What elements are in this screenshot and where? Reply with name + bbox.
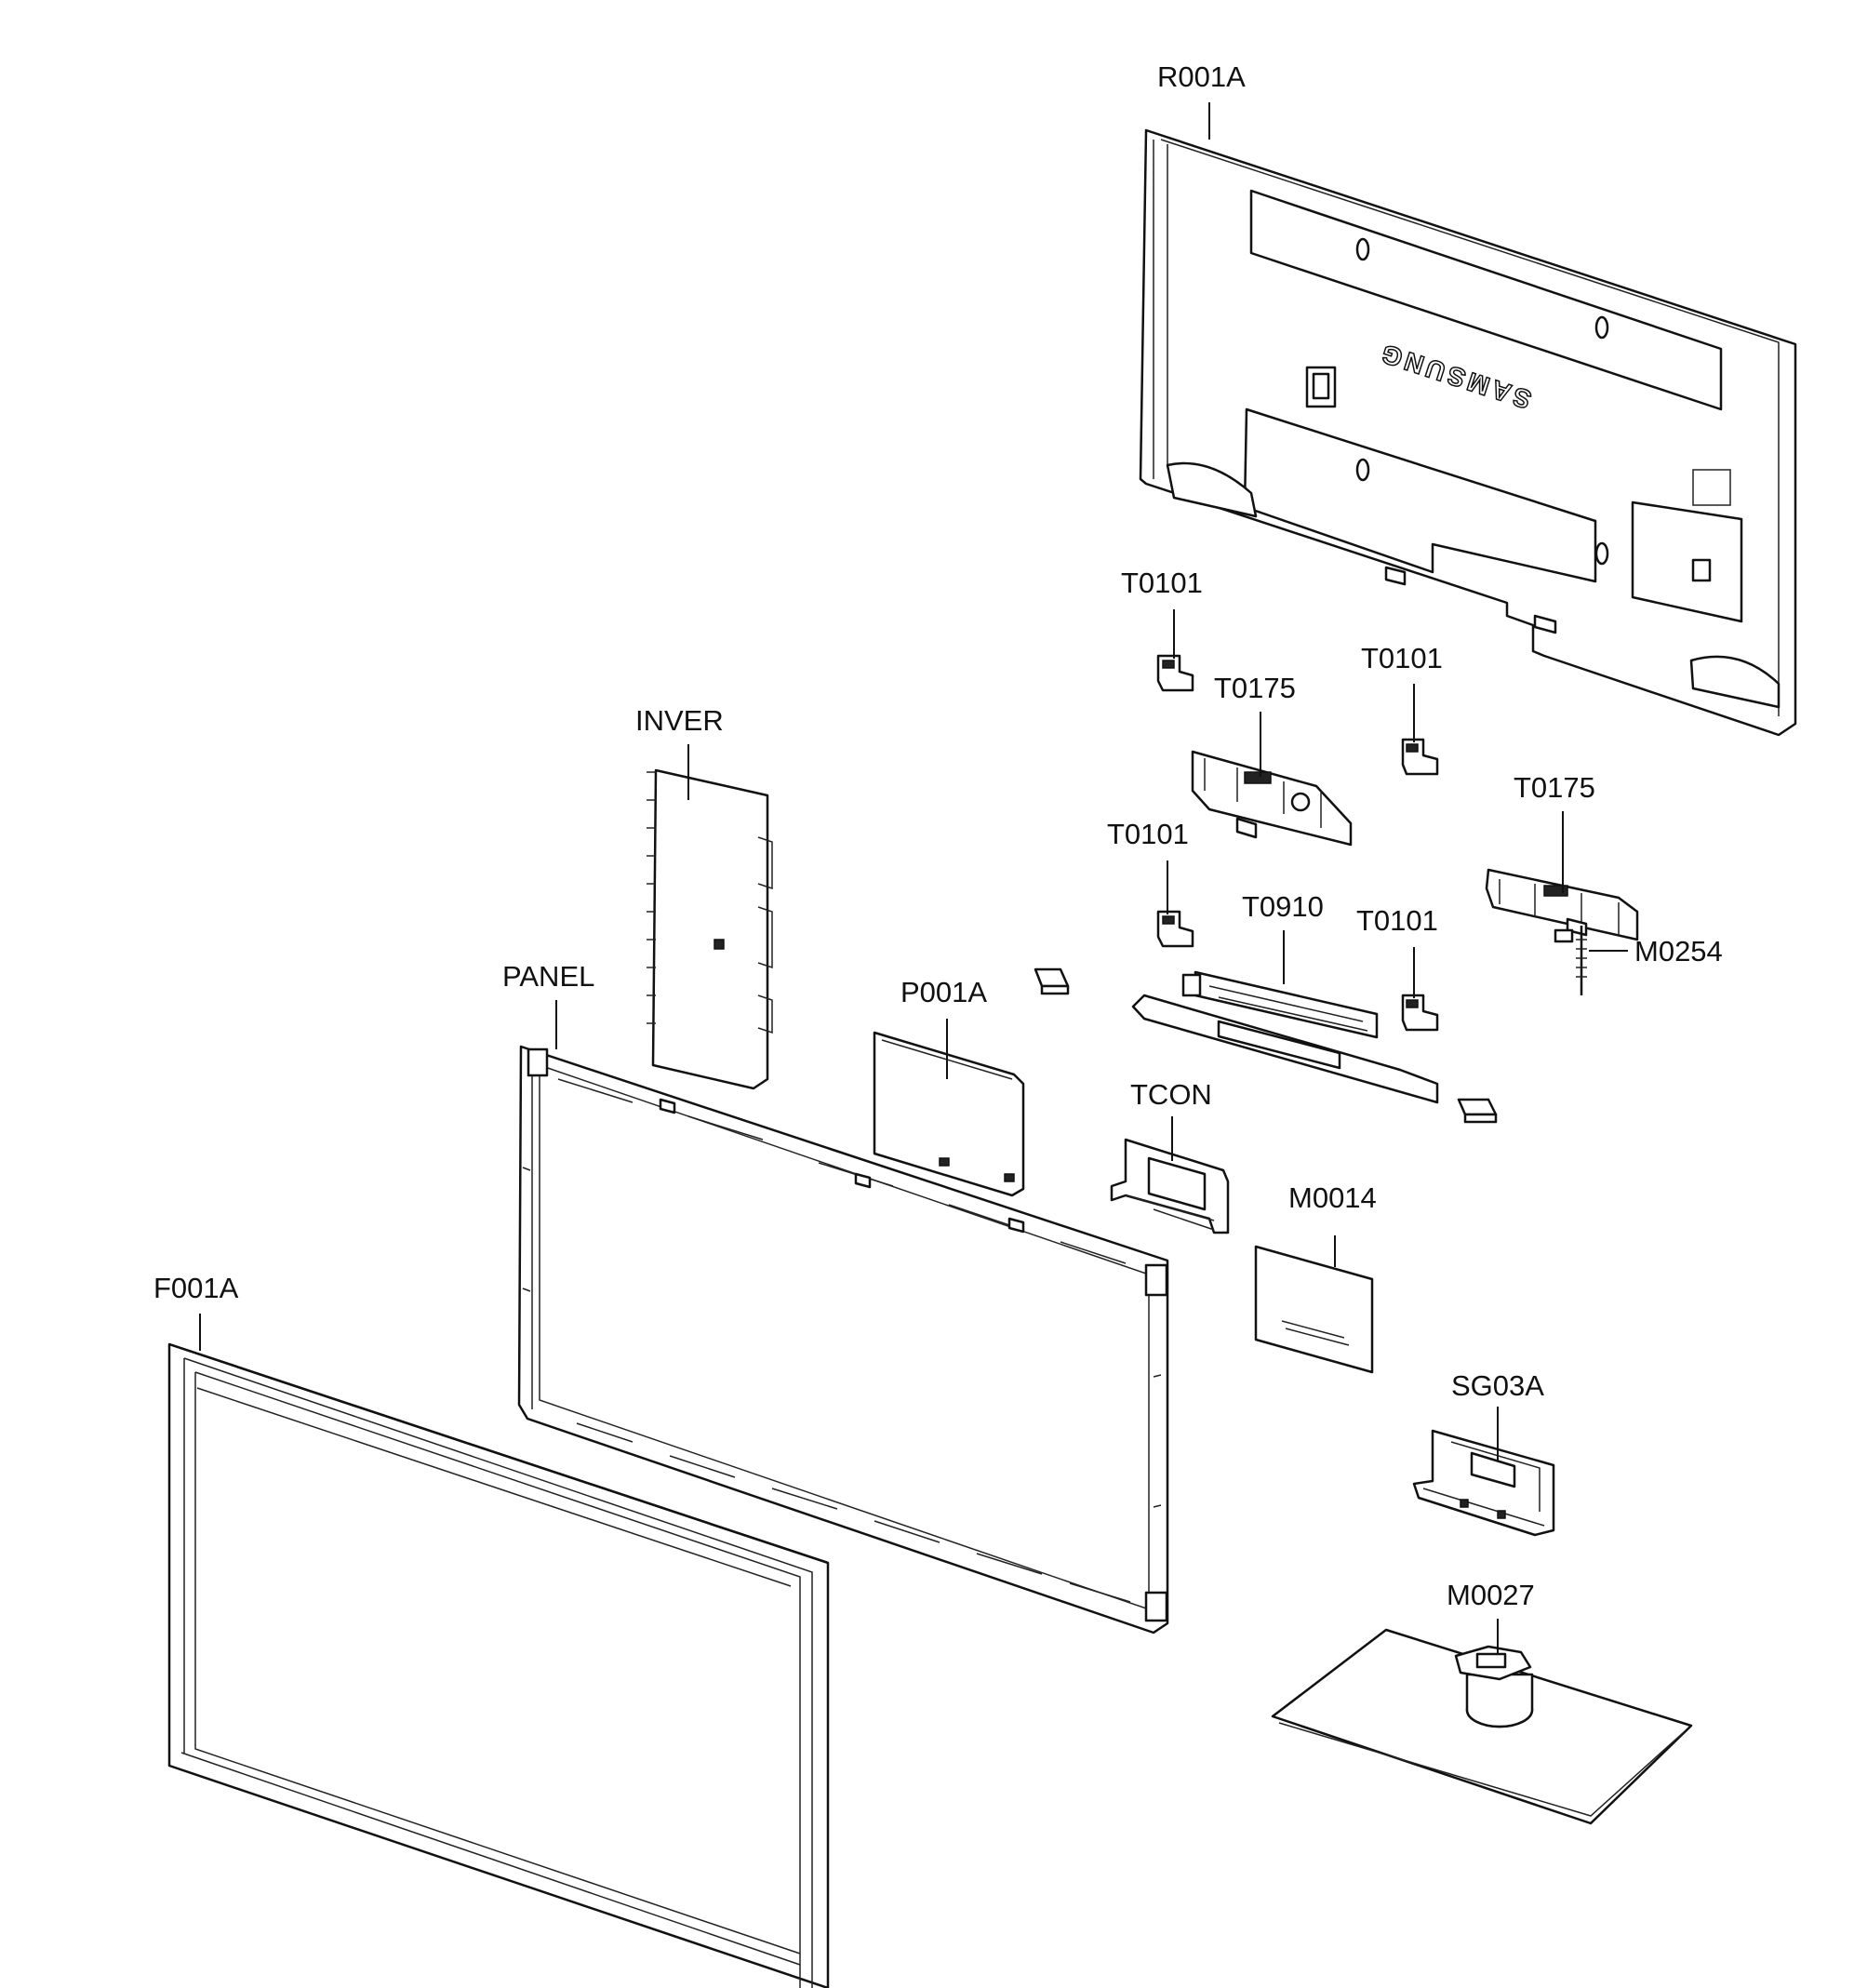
label-sg03a: SG03A xyxy=(1451,1369,1544,1402)
label-m0027: M0027 xyxy=(1447,1579,1535,1611)
rear-cover-r001a: SAMSUNG xyxy=(1139,128,1797,737)
label-r001a: R001A xyxy=(1157,60,1246,93)
clip-left xyxy=(1034,967,1070,995)
tcon-board xyxy=(1110,1138,1230,1234)
label-tcon: TCON xyxy=(1130,1078,1212,1111)
label-t0101-4: T0101 xyxy=(1356,904,1438,937)
label-panel: PANEL xyxy=(502,960,594,993)
label-sheet-m0014 xyxy=(1254,1245,1374,1374)
label-inver: INVER xyxy=(635,704,724,737)
label-t0101-1: T0101 xyxy=(1121,567,1203,599)
label-t0101-2: T0101 xyxy=(1361,642,1443,674)
label-f001a: F001A xyxy=(153,1272,239,1304)
bracket-t0101-2 xyxy=(1401,738,1439,776)
lcd-panel xyxy=(517,1045,1169,1634)
label-t0175-1: T0175 xyxy=(1214,672,1296,704)
label-m0014: M0014 xyxy=(1288,1181,1377,1214)
stand-guide-sg03a xyxy=(1412,1429,1555,1537)
label-m0254: M0254 xyxy=(1634,935,1723,967)
stand-bracket-t0175-1 xyxy=(1191,750,1353,847)
stand-mount-t0910 xyxy=(1131,970,1439,1104)
callout-labels: R001A T0101 T0101 T0175 T0175 T0101 T091… xyxy=(153,60,1723,1611)
clip-right xyxy=(1457,1098,1498,1124)
inverter-board xyxy=(647,768,773,1090)
label-p001a: P001A xyxy=(900,976,987,1008)
label-t0175-2: T0175 xyxy=(1514,771,1595,804)
bracket-t0101-3 xyxy=(1156,910,1194,948)
bracket-t0101-4 xyxy=(1401,994,1439,1032)
label-t0910: T0910 xyxy=(1242,890,1324,923)
leader-lines xyxy=(199,102,1628,1654)
bracket-t0101-1 xyxy=(1156,654,1194,692)
screw-m0254 xyxy=(1554,926,1587,995)
label-t0101-3: T0101 xyxy=(1107,818,1189,850)
front-bezel-f001a xyxy=(167,1342,830,1988)
stand-base-m0027 xyxy=(1271,1628,1693,1825)
